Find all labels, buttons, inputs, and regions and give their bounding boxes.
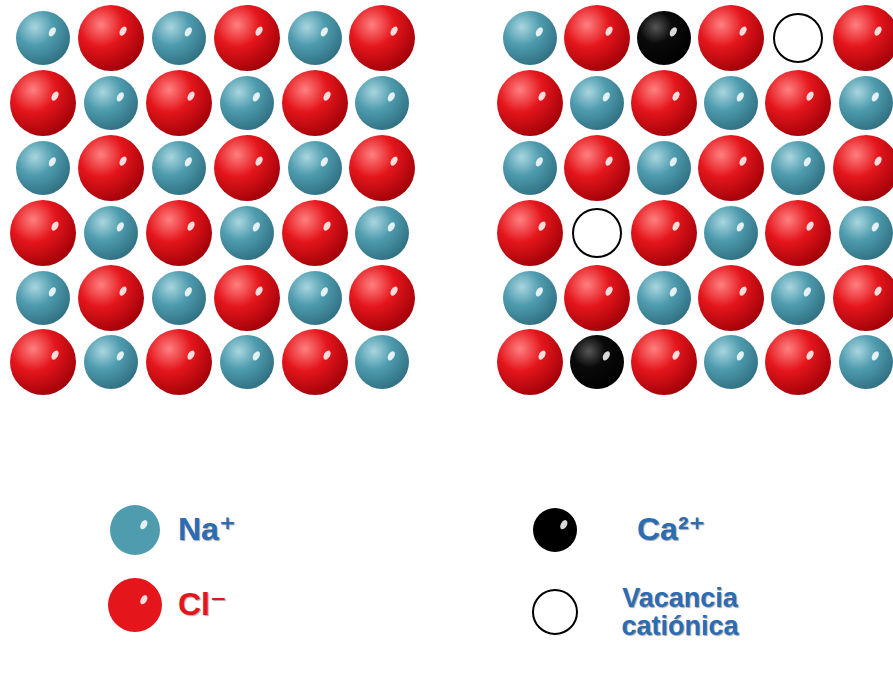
chloride-ion (765, 329, 831, 395)
chloride-ion (833, 265, 893, 331)
sodium-ion (288, 11, 342, 65)
cation-vacancy (774, 14, 822, 62)
sodium-ion (220, 206, 274, 260)
chloride-ion (765, 200, 831, 266)
legend-swatch-fill (110, 505, 160, 555)
chloride-ion (698, 265, 764, 331)
sodium-ion (637, 141, 691, 195)
chloride-ion (631, 200, 697, 266)
sodium-ion (152, 141, 206, 195)
sodium-ion (84, 335, 138, 389)
chloride-ion (497, 329, 563, 395)
legend-label: Cl⁻ (178, 588, 227, 622)
sodium-ion (84, 76, 138, 130)
chloride-ion (78, 265, 144, 331)
sodium-ion (570, 76, 624, 130)
chloride-ion (631, 329, 697, 395)
legend-label: Ca²⁺ (637, 513, 705, 547)
chloride-ion (10, 200, 76, 266)
chloride-ion (698, 5, 764, 71)
sodium-ion (220, 76, 274, 130)
sodium-ion (637, 271, 691, 325)
sodium-ion (16, 11, 70, 65)
legend-label: Vacancia catiónica (585, 584, 775, 641)
legend-label: Na⁺ (178, 513, 236, 547)
legend-swatch (110, 505, 160, 555)
chloride-ion (78, 135, 144, 201)
chloride-ion (349, 5, 415, 71)
cation-vacancy (573, 209, 621, 257)
chloride-ion (765, 70, 831, 136)
sodium-ion (503, 271, 557, 325)
chloride-ion (698, 135, 764, 201)
legend-swatch (533, 508, 577, 552)
chloride-ion (78, 5, 144, 71)
chloride-ion (564, 265, 630, 331)
chloride-ion (282, 200, 348, 266)
sodium-ion (152, 271, 206, 325)
chloride-ion (497, 70, 563, 136)
legend-swatch-fill (533, 508, 577, 552)
chloride-ion (564, 135, 630, 201)
sodium-ion (839, 206, 893, 260)
sodium-ion (704, 76, 758, 130)
legend-swatch (533, 590, 577, 634)
legend-swatch (108, 578, 162, 632)
sodium-ion (704, 206, 758, 260)
chloride-ion (349, 135, 415, 201)
calcium-ion (570, 335, 624, 389)
sodium-ion (839, 76, 893, 130)
sodium-ion (503, 141, 557, 195)
chloride-ion (282, 329, 348, 395)
chloride-ion (146, 70, 212, 136)
chloride-ion (214, 135, 280, 201)
calcium-ion (637, 11, 691, 65)
sodium-ion (84, 206, 138, 260)
chloride-ion (146, 200, 212, 266)
sodium-ion (771, 271, 825, 325)
sodium-ion (771, 141, 825, 195)
sodium-ion (288, 271, 342, 325)
sodium-ion (16, 271, 70, 325)
chloride-ion (146, 329, 212, 395)
chloride-ion (833, 135, 893, 201)
chloride-ion (833, 5, 893, 71)
sodium-ion (288, 141, 342, 195)
chloride-ion (631, 70, 697, 136)
legend-swatch-fill (533, 590, 577, 634)
chloride-ion (564, 5, 630, 71)
chloride-ion (10, 329, 76, 395)
sodium-ion (704, 335, 758, 389)
chloride-ion (349, 265, 415, 331)
chloride-ion (214, 265, 280, 331)
sodium-ion (355, 76, 409, 130)
sodium-ion (355, 335, 409, 389)
sodium-ion (220, 335, 274, 389)
chloride-ion (497, 200, 563, 266)
sodium-ion (503, 11, 557, 65)
chloride-ion (214, 5, 280, 71)
chloride-ion (282, 70, 348, 136)
sodium-ion (16, 141, 70, 195)
sodium-ion (152, 11, 206, 65)
sodium-ion (839, 335, 893, 389)
chloride-ion (10, 70, 76, 136)
sodium-ion (355, 206, 409, 260)
legend-swatch-fill (108, 578, 162, 632)
